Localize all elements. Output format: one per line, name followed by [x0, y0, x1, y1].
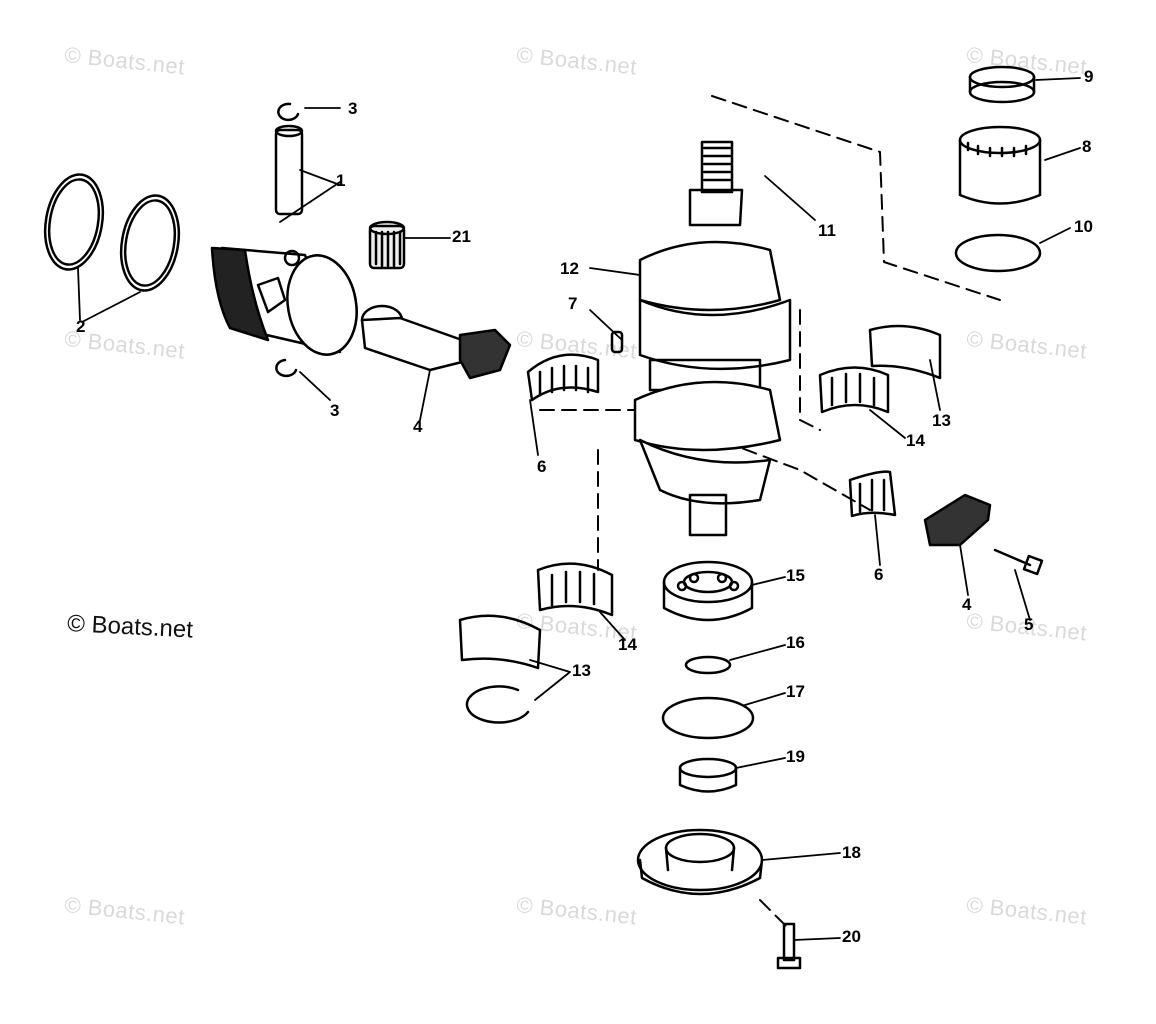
callout-19: 19: [786, 747, 805, 766]
rod-bolt: [993, 548, 1044, 576]
callout-3: 3: [330, 401, 340, 420]
bearing-retainer-18: [636, 828, 764, 896]
roller-bearing-8: [958, 125, 1042, 205]
callout-3: 3: [348, 99, 358, 118]
callout-11: 11: [818, 221, 836, 240]
callout-14: 14: [618, 635, 637, 654]
rod-cap: [923, 493, 992, 547]
piston-rings: [43, 173, 181, 292]
wrist-pin: [274, 124, 304, 216]
woodruff-key: [610, 330, 624, 354]
callout-15: 15: [786, 566, 805, 585]
screw-20: [776, 922, 802, 970]
assembly-dash-bottom: [759, 899, 791, 931]
retaining-clip-top: [277, 102, 300, 122]
callout-13: 13: [932, 411, 951, 430]
callout-21: 21: [452, 227, 471, 246]
callout-8: 8: [1082, 137, 1092, 156]
assembly-dash-top: [711, 95, 1001, 301]
snap-ring-13: [465, 685, 530, 724]
thrust-washer-13-right: [868, 324, 942, 380]
o-ring-17: [661, 696, 755, 740]
o-ring-10: [954, 233, 1042, 273]
bearing-cage-6-left: [526, 353, 600, 402]
callout-17: 17: [786, 682, 805, 701]
callout-14: 14: [906, 431, 925, 450]
callout-10: 10: [1074, 217, 1093, 236]
callout-12: 12: [560, 259, 579, 278]
connecting-rod: [360, 304, 512, 380]
bearing-cage-14-right: [818, 366, 890, 414]
callout-9: 9: [1084, 67, 1094, 86]
callout-13: 13: [572, 661, 591, 680]
callout-2: 2: [76, 317, 86, 336]
callout-20: 20: [842, 927, 861, 946]
callout-16: 16: [786, 633, 805, 652]
crankshaft: [633, 140, 792, 537]
thrust-washer-13-left: [458, 614, 542, 670]
needle-bearing: [368, 220, 406, 270]
assembly-dash-right: [799, 309, 821, 431]
retaining-clip-bottom: [275, 358, 298, 378]
piston: [210, 246, 358, 356]
callout-4: 4: [413, 417, 423, 436]
callout-1: 1: [336, 171, 346, 190]
bearing-cage-6-right: [848, 470, 897, 518]
ball-bearing-15: [662, 560, 754, 622]
callout-6: 6: [874, 565, 884, 584]
bearing-cage-14-left: [536, 562, 614, 617]
callout-4: 4: [962, 595, 972, 614]
callout-5: 5: [1024, 615, 1034, 634]
callout-7: 7: [568, 294, 578, 313]
oil-seal-19: [678, 757, 738, 793]
callout-18: 18: [842, 843, 861, 862]
ring-9: [968, 65, 1036, 104]
callout-6: 6: [537, 457, 547, 476]
snap-ring-16: [684, 655, 732, 675]
